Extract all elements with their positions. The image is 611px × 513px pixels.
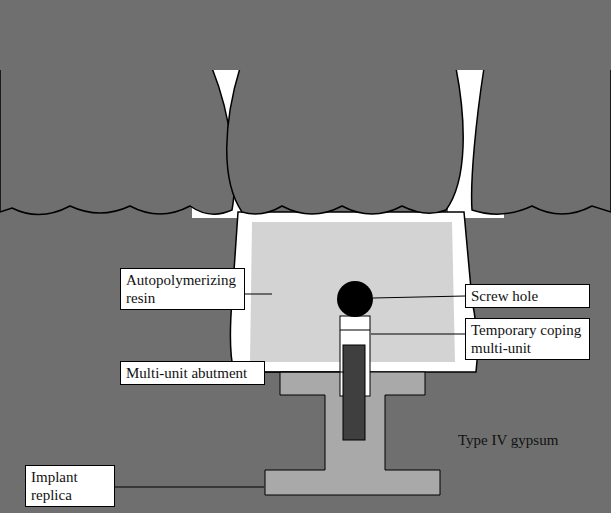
screw-hole <box>337 281 373 317</box>
tooth-crown <box>0 68 234 215</box>
label-box: Multi-unit abutment <box>120 361 265 385</box>
tooth-crown <box>472 68 611 214</box>
tooth-crown <box>227 68 463 214</box>
part-label: Temporary coping multi-unit <box>471 321 584 357</box>
part-label: Implant replica <box>31 468 109 504</box>
leader-line <box>245 294 272 295</box>
label-box: Implant replica <box>25 465 115 507</box>
label-box: Screw hole <box>465 284 590 308</box>
leader-line <box>371 334 465 335</box>
material-label: Type IV gypsum <box>458 432 558 449</box>
leader-line <box>115 487 264 488</box>
part-label: Screw hole <box>471 287 584 305</box>
leader-line <box>265 372 344 373</box>
part-label: Multi-unit abutment <box>126 364 259 382</box>
part-label: Autopolymerizing resin <box>126 271 239 307</box>
label-box: Temporary coping multi-unit <box>465 318 590 360</box>
leader-line <box>373 296 465 298</box>
gypsum-top <box>0 0 611 70</box>
coping-line <box>340 330 370 331</box>
label-box: Autopolymerizing resin <box>120 268 245 310</box>
multi-unit-abutment <box>343 345 365 440</box>
